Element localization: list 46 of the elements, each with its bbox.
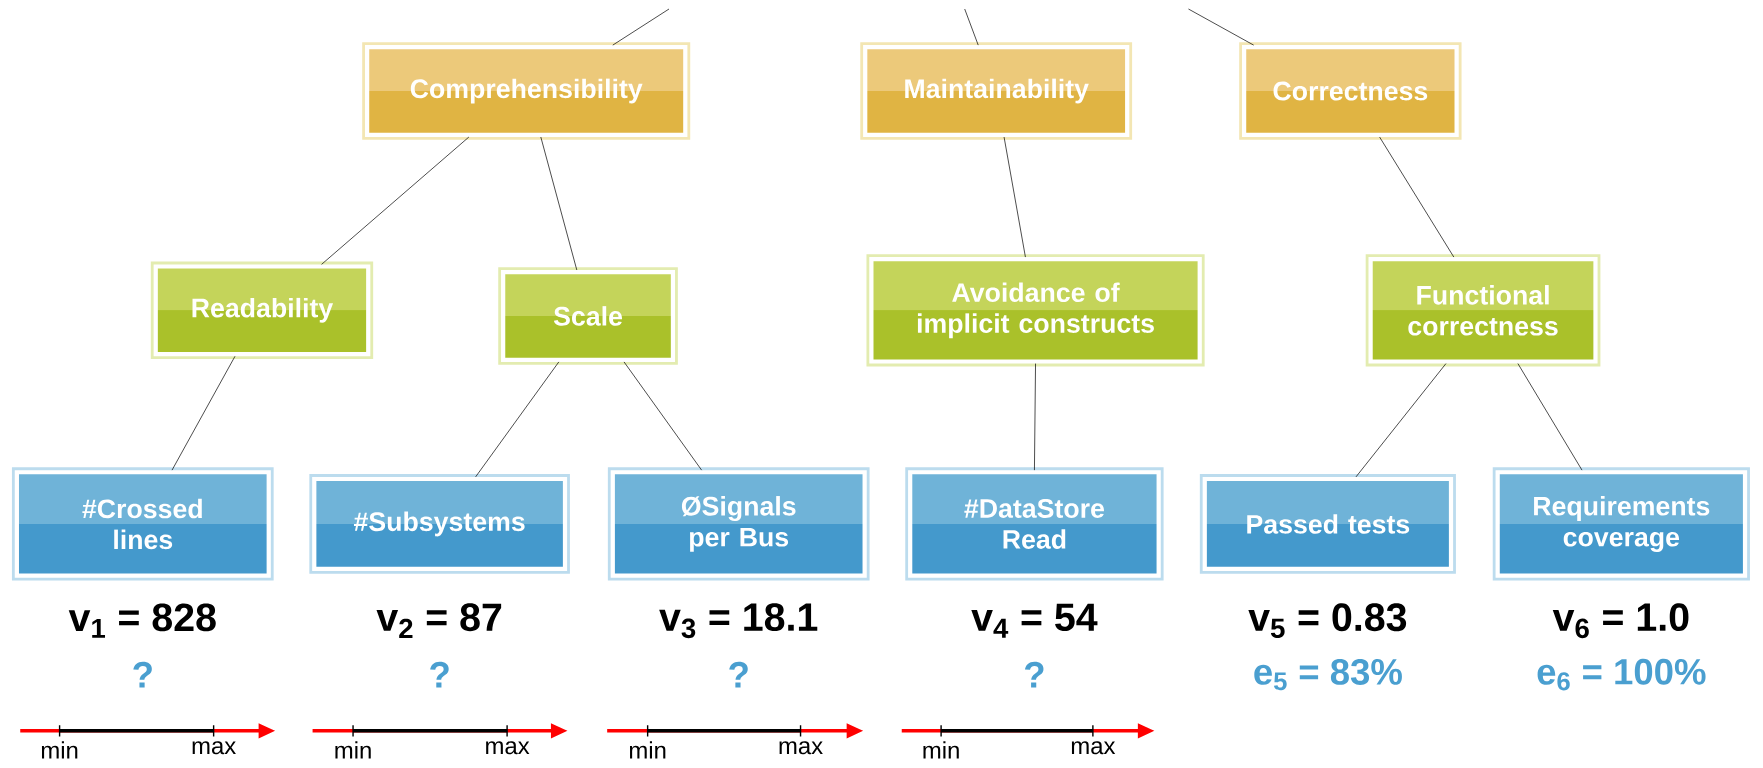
connector-line <box>964 8 979 46</box>
evaluation-value: ? <box>729 661 748 688</box>
scale-label: max <box>192 741 236 755</box>
criterion-box: Scale <box>498 267 678 365</box>
scale-label: max <box>779 741 823 755</box>
connector-line <box>475 361 560 478</box>
evaluation-value: ? <box>430 661 449 688</box>
scale-label: max <box>486 741 530 755</box>
evaluation-value: ? <box>133 661 152 688</box>
scale-label: min <box>923 741 959 759</box>
scale-label: min <box>41 741 78 759</box>
connector-line <box>1034 363 1036 471</box>
connector-line <box>1517 363 1583 471</box>
metric-value: v$_{6}$ = 1.0 <box>1552 603 1689 639</box>
scale-label: min <box>335 741 371 759</box>
metric-box: Requirements coverage <box>1492 467 1750 581</box>
connector-line <box>1003 136 1026 258</box>
metric-box: #Subsystems <box>309 474 570 574</box>
scale-label: max <box>1071 741 1116 755</box>
evaluation-value: e$_{6}$ = 100% <box>1537 658 1706 691</box>
connector-line <box>540 136 578 271</box>
characteristic-box: Maintainability <box>860 42 1133 140</box>
metric-value: v$_{1}$ = 828 <box>68 603 216 638</box>
characteristic-box: Correctness <box>1239 42 1462 140</box>
metric-value: v$_{2}$ = 87 <box>376 603 502 639</box>
metric-value: v$_{3}$ = 18.1 <box>659 603 818 639</box>
connector-line <box>623 361 702 471</box>
connector-line <box>1355 363 1447 478</box>
metric-box: #Crossed lines <box>11 467 274 581</box>
connector-line <box>171 355 236 471</box>
scale-label: min <box>629 741 666 759</box>
characteristic-box: Comprehensibility <box>362 42 691 140</box>
evaluation-value: ? <box>1024 661 1044 688</box>
metric-box: Passed tests <box>1199 474 1456 574</box>
metric-box: #DataStore Read <box>905 467 1164 581</box>
criterion-box: Functional correctness <box>1365 254 1601 367</box>
criterion-box: Readability <box>150 261 374 360</box>
connector-line <box>1379 136 1455 258</box>
evaluation-value: e$_{5}$ = 83% <box>1254 659 1402 691</box>
criterion-box: Avoidance of implicit constructs <box>866 254 1205 367</box>
metric-value: v$_{4}$ = 54 <box>971 603 1098 638</box>
metric-box: ØSignals per Bus <box>607 467 870 581</box>
connector-line <box>1188 8 1254 46</box>
connector-line <box>612 8 670 46</box>
connector-line <box>321 136 470 265</box>
metric-value: v$_{5}$ = 0.83 <box>1248 603 1407 638</box>
